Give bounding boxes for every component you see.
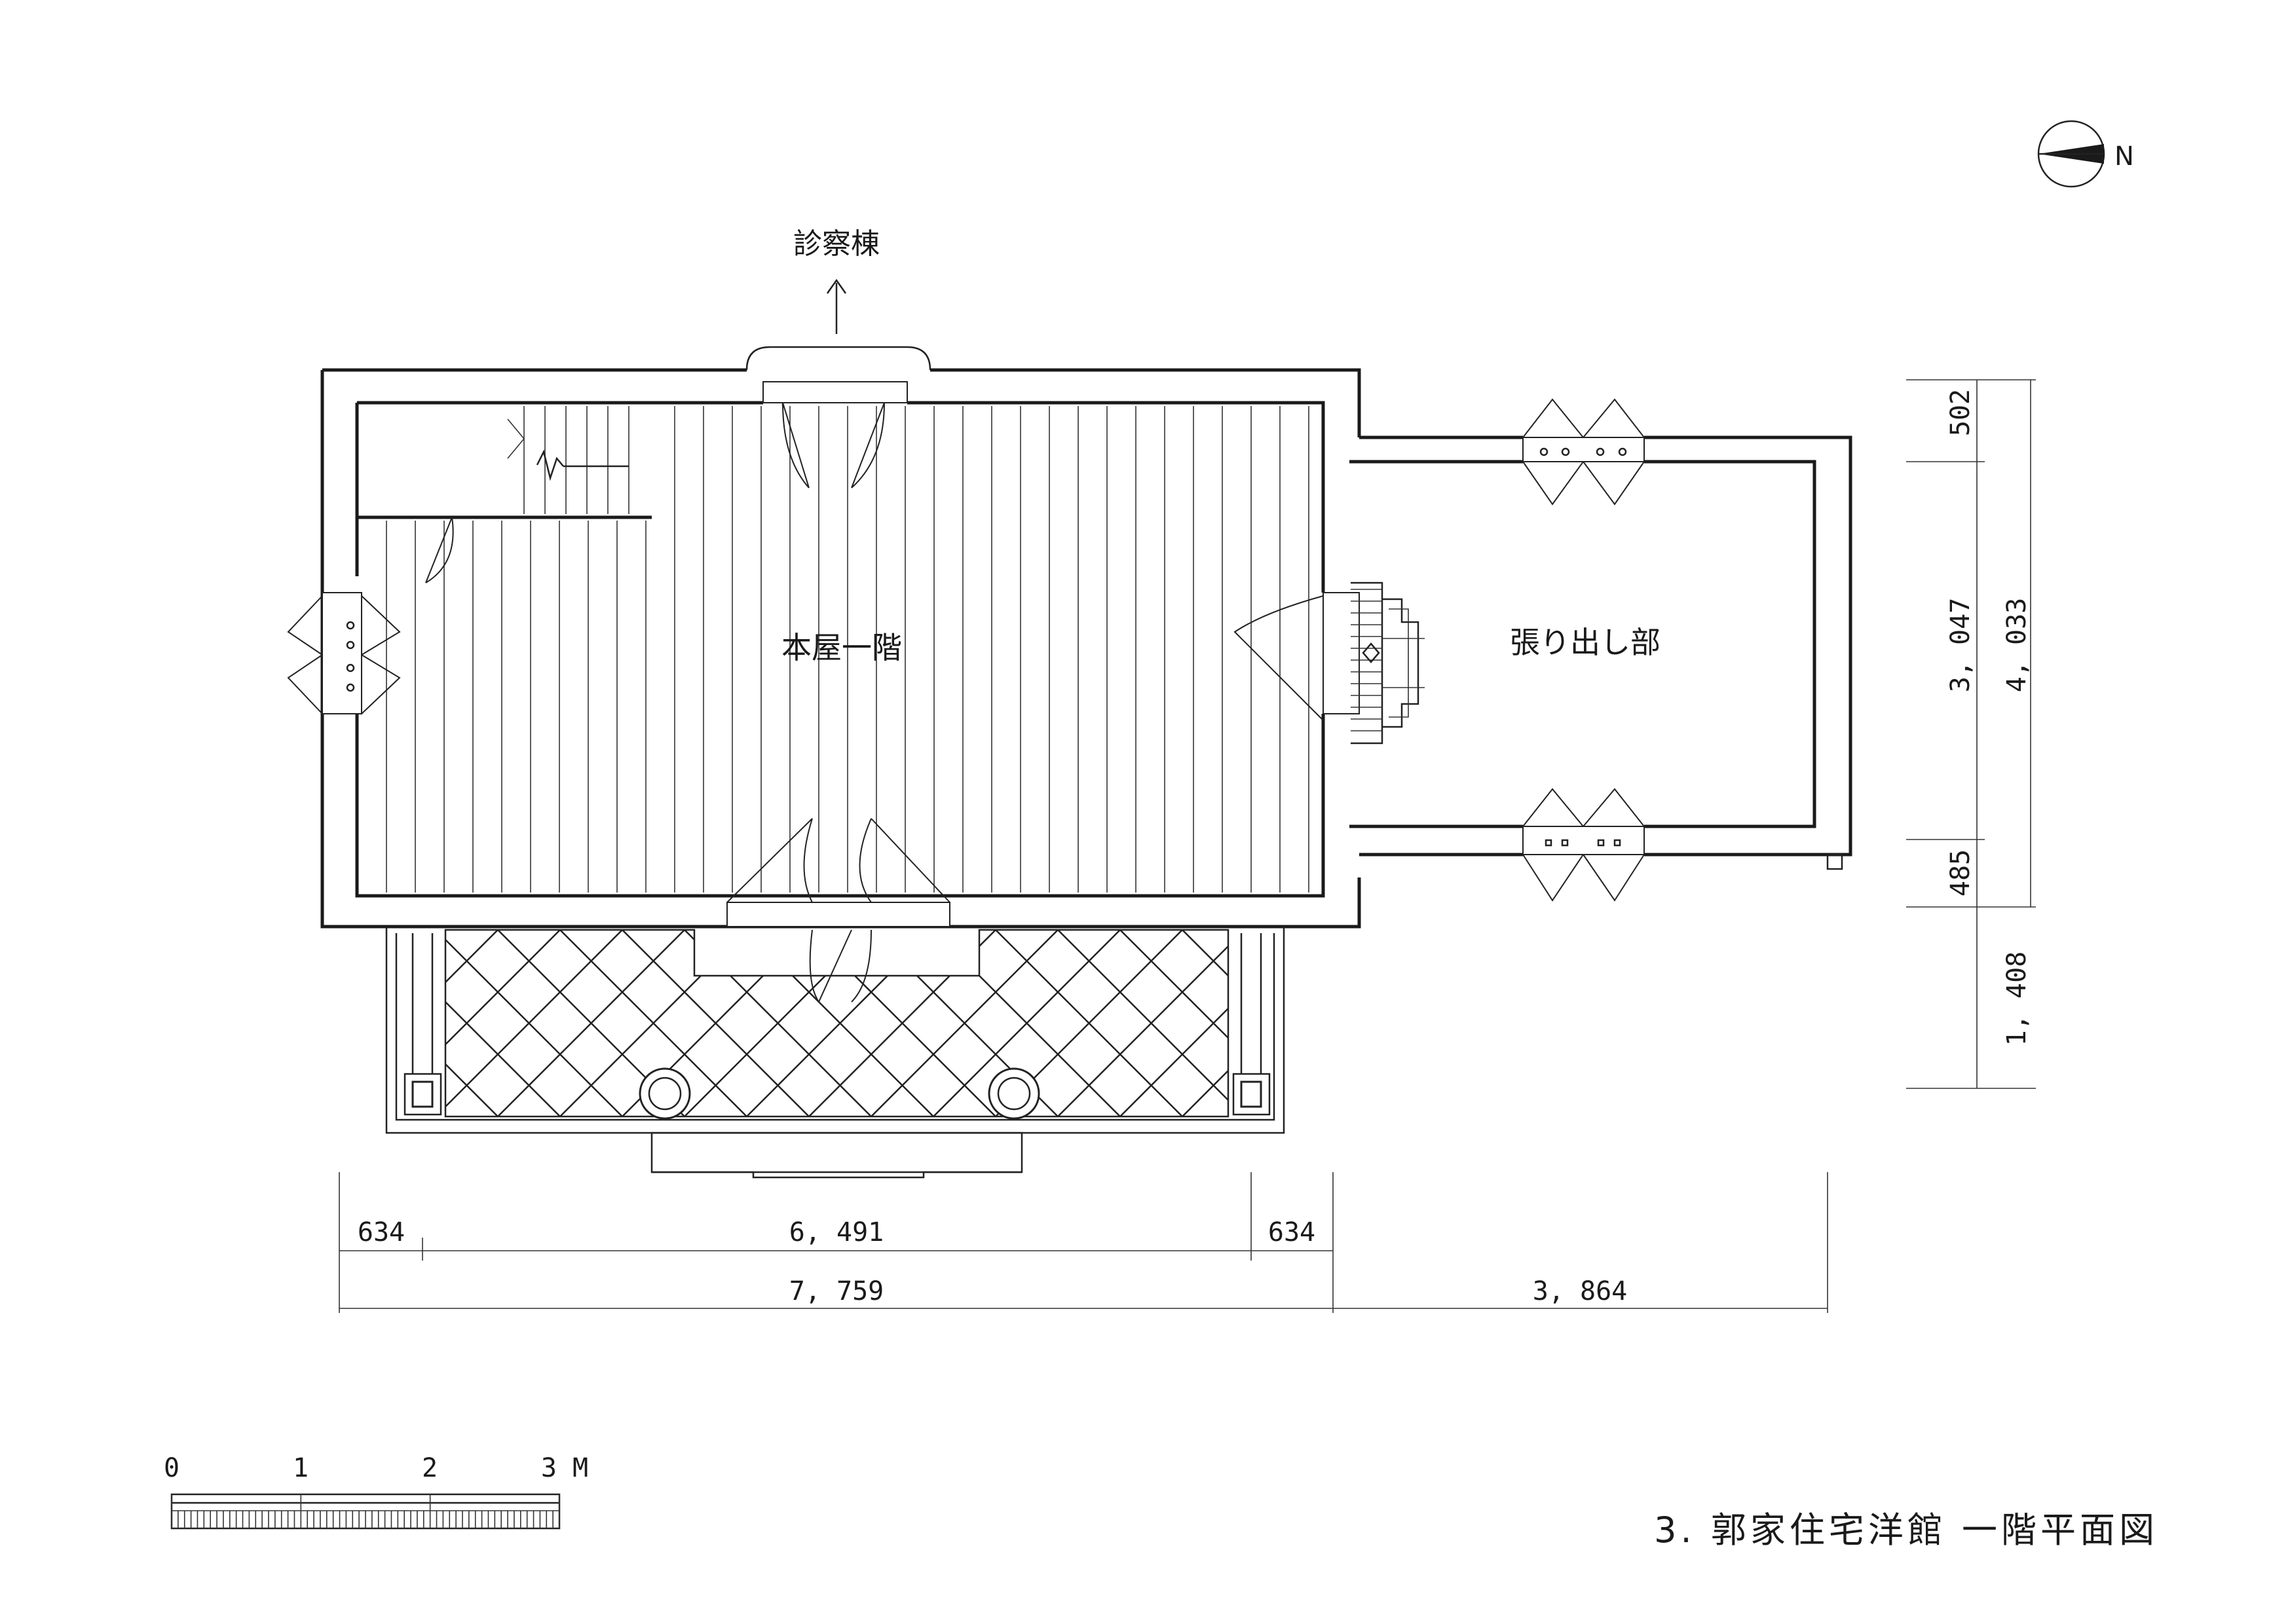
right-dimensions: 502 3, 047 485 1, 408 4, 033 [1906,379,2036,1089]
top-door [762,381,908,489]
floor-boards [386,406,1309,893]
drawing-line [1556,930,1742,1116]
drawing-line [1431,930,1618,1116]
drawing-line [249,930,436,1116]
dim-634-right: 634 [1268,1217,1315,1247]
dim-3047: 3, 047 [1945,598,1976,693]
clinic-wing-label: 診察棟 [793,227,880,261]
south-door [726,818,950,1004]
north-arrow-icon: N [2037,120,2134,188]
drawing-line [1618,930,1805,1116]
drawing-line [1307,930,1493,1116]
drawing-line [1119,930,1228,1116]
scale-tick-2: 2 [422,1453,438,1483]
drawing-line [1493,930,1680,1116]
scale-tick-1: 1 [293,1453,309,1483]
drawing-line [2054,930,2240,1116]
dim-4033: 4, 033 [2002,598,2032,693]
dim-1408: 1, 408 [2002,951,2032,1046]
extension-top-door [1522,398,1645,506]
scale-bar: 0 1 2 3 M [164,1453,588,1530]
drawing-line [1369,930,1556,1116]
drawing-line [1369,930,1556,1116]
extension-bottom-door [1522,788,1645,902]
drawing-line [1742,930,1929,1116]
north-label: N [2114,141,2134,172]
scale-tick-0: 0 [164,1453,179,1483]
dim-502: 502 [1945,389,1976,436]
drawing-line [2054,930,2240,1116]
drawing-line [249,930,436,1116]
drawing-line [1182,930,1228,1116]
drawing-line [1182,930,1228,1116]
dim-485: 485 [1945,849,1976,896]
main-house: 本屋一階 [287,346,1361,1004]
drawing-line [1245,930,1431,1116]
clinic-wing-pointer: 診察棟 [793,227,880,334]
main-floor-label: 本屋一階 [781,630,902,665]
drawing-line [1245,930,1431,1116]
stair [357,406,655,519]
dim-3864: 3, 864 [1533,1276,1628,1306]
drawing-line [1307,930,1493,1116]
dim-7759: 7, 759 [789,1276,884,1306]
west-door [287,592,401,714]
extension-steps [1351,581,1425,745]
east-door [1233,592,1360,721]
drawing-line [1680,930,1867,1116]
drawing-title: 3. 郭家住宅洋館 一階平面図 [1654,1509,2158,1551]
drawing-line [1493,930,1680,1116]
dim-6491: 6, 491 [789,1217,884,1247]
terrace [249,927,2240,1179]
drawing-line [1742,930,1929,1116]
drawing-line [1556,930,1742,1116]
drawing-line [1680,930,1867,1116]
extension: 張り出し部 [1349,398,1852,902]
extension-label: 張り出し部 [1510,625,1661,660]
drawing-line [1431,930,1618,1116]
scale-tick-3: 3 M [541,1453,588,1483]
dim-634-left: 634 [358,1217,405,1247]
drawing-line [1618,930,1805,1116]
bottom-dimensions: 634 6, 491 634 7, 759 3, 864 [339,1172,1828,1313]
